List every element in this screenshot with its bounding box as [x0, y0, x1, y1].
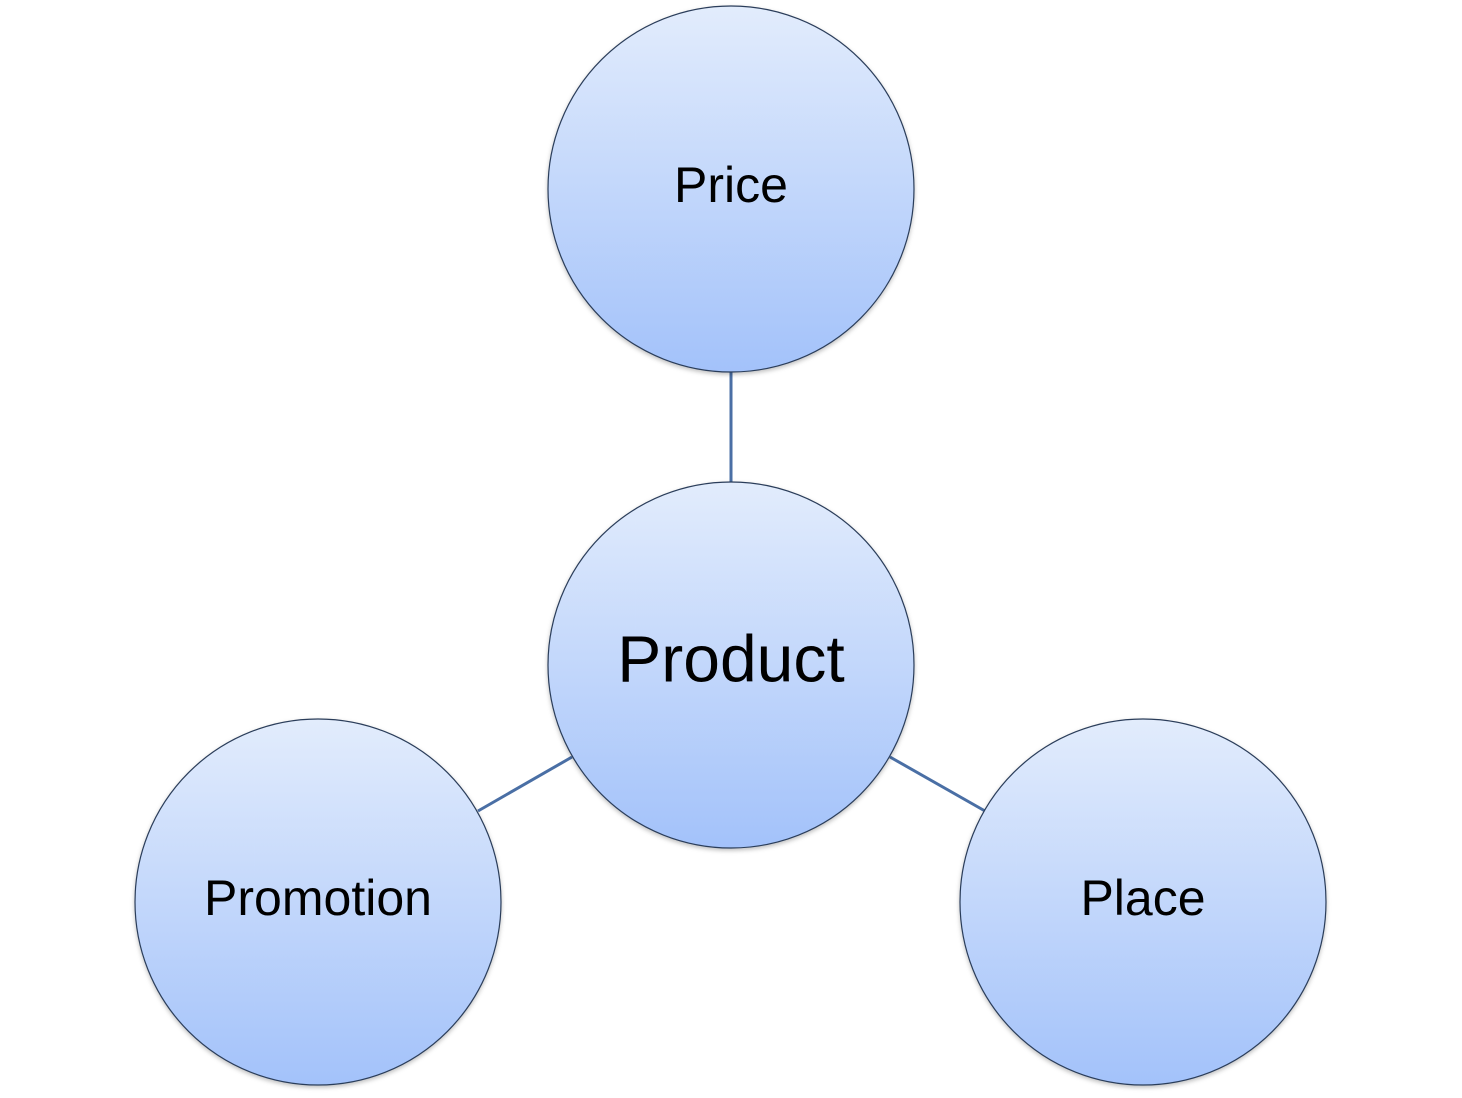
node-place: Place: [959, 718, 1327, 1086]
node-product: Product: [547, 481, 915, 849]
node-price-label: Price: [674, 157, 788, 213]
node-promotion: Promotion: [134, 718, 502, 1086]
node-promotion-label: Promotion: [204, 870, 432, 926]
connector-product-place: [889, 755, 986, 813]
connector-product-promotion: [477, 755, 573, 813]
node-product-label: Product: [617, 621, 844, 695]
node-place-label: Place: [1080, 870, 1205, 926]
node-price: Price: [547, 5, 915, 373]
